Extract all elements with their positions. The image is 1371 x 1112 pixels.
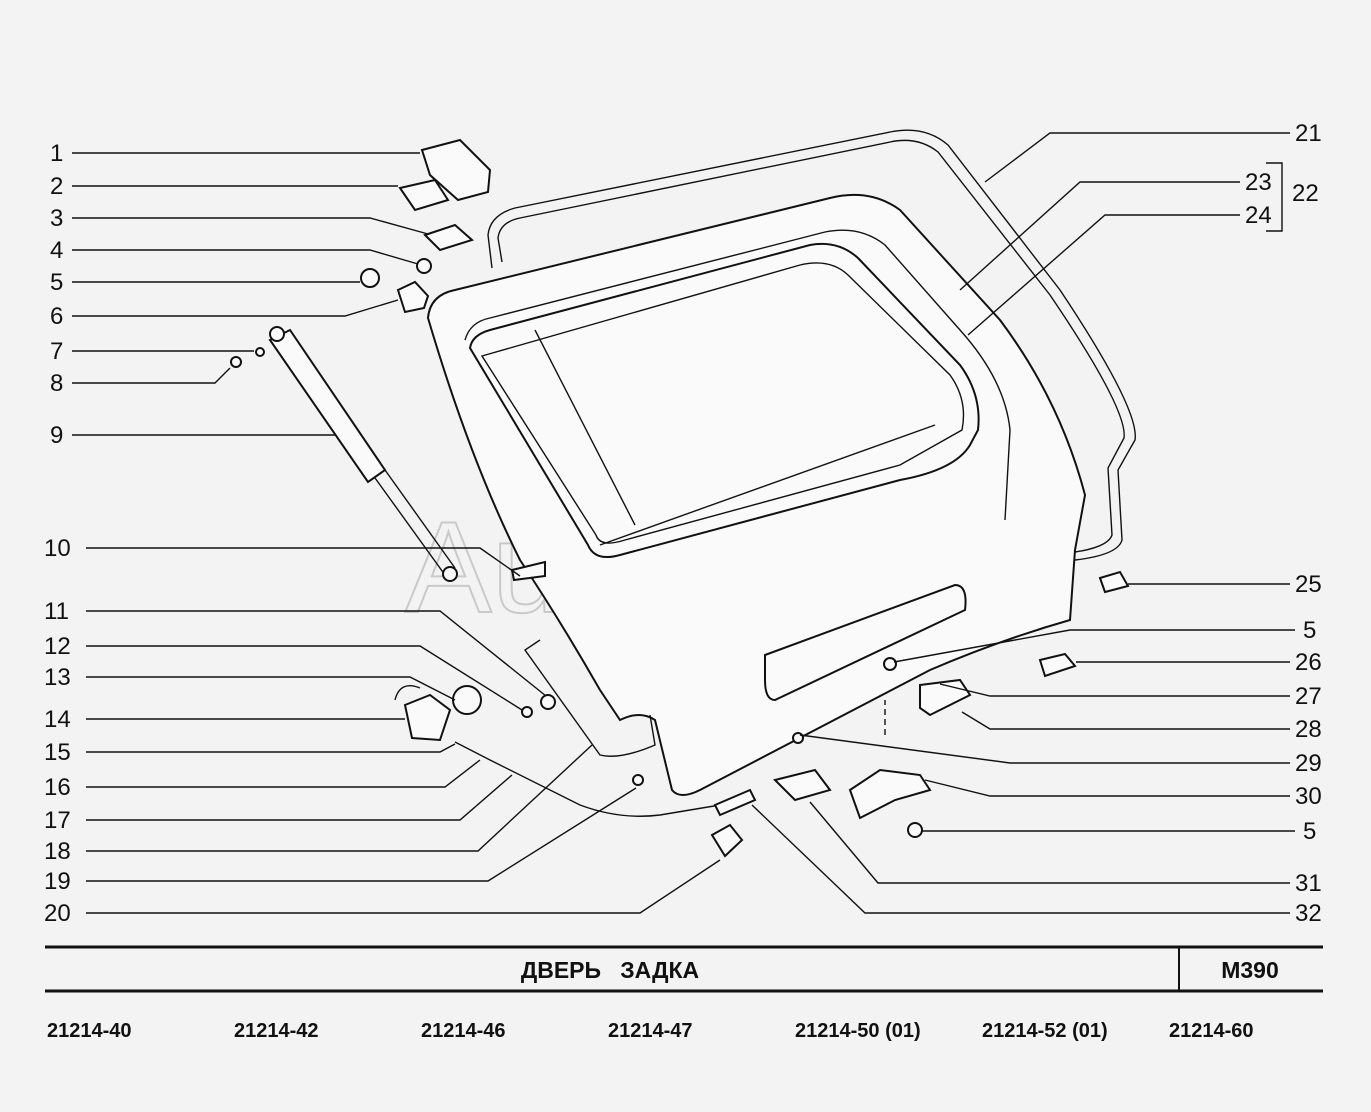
callout-19: 19 [44,868,71,895]
callout-27: 27 [1295,683,1322,710]
callout-5c: 5 [1303,818,1316,845]
callout-5b: 5 [1303,617,1316,644]
callout-20: 20 [44,900,71,927]
callout-11: 11 [44,598,69,625]
model-code: 21214-60 [1169,1020,1254,1042]
diagram-title: ДВЕРЬ ЗАДКА [521,957,699,983]
left-callouts: 1 2 3 4 5 6 7 8 9 10 11 12 13 14 15 16 1… [44,140,721,927]
callout-28: 28 [1295,716,1322,743]
callout-24: 24 [1245,202,1272,229]
callout-6: 6 [50,303,63,330]
model-code: 21214-50 (01) [795,1020,921,1042]
callout-17: 17 [44,807,71,834]
callout-12: 12 [44,633,71,660]
callout-8: 8 [50,370,63,397]
model-list: 21214-40 21214-42 21214-46 21214-47 2121… [47,1020,1254,1042]
callout-5: 5 [50,269,63,296]
callout-14: 14 [44,706,71,733]
rear-window [468,242,980,558]
callout-26: 26 [1295,649,1322,676]
sheet-code: M390 [1221,957,1279,983]
callout-2: 2 [50,173,63,200]
callout-30: 30 [1295,783,1322,810]
callout-23: 23 [1245,169,1272,196]
callout-9: 9 [50,422,63,449]
right-callouts: 21 23 22 24 25 5 26 27 28 29 30 5 31 32 [751,120,1322,927]
callout-7: 7 [50,338,63,365]
callout-21: 21 [1295,120,1322,147]
callout-18: 18 [44,838,71,865]
callout-29: 29 [1295,750,1322,777]
callout-13: 13 [44,664,71,691]
gas-strut [268,326,458,582]
callout-25: 25 [1295,571,1322,598]
door-seal [487,129,1136,561]
title-block: ДВЕРЬ ЗАДКА M390 [45,945,1323,993]
callout-1: 1 [50,140,63,167]
callout-15: 15 [44,739,71,766]
callout-32: 32 [1295,900,1322,927]
license-plate-trim [764,583,967,702]
model-code: 21214-52 (01) [982,1020,1108,1042]
callout-4: 4 [50,237,63,264]
small-parts [230,138,1130,858]
model-code: 21214-42 [234,1020,319,1042]
callout-3: 3 [50,205,63,232]
callout-31: 31 [1295,870,1322,897]
model-code: 21214-47 [608,1020,693,1042]
model-code: 21214-46 [421,1020,506,1042]
model-code: 21214-40 [47,1020,132,1042]
callout-10: 10 [44,535,71,562]
callout-16: 16 [44,774,71,801]
callout-22: 22 [1292,180,1319,207]
